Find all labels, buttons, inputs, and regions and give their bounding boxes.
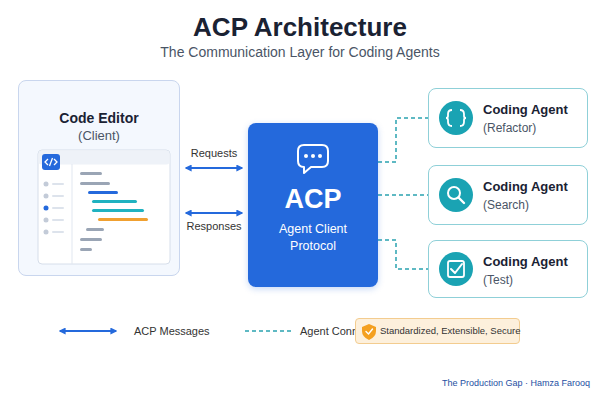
agent-role: (Refactor): [483, 121, 583, 136]
legend-connection-sample: [245, 330, 293, 332]
node-title: Code Editor: [19, 109, 179, 127]
feature-badge: Standardized, Extensible, Secure: [355, 318, 520, 344]
agent-title: Coding Agent: [483, 102, 583, 118]
client-box: Code Editor(Client): [18, 80, 180, 276]
agent-role: (Test): [483, 273, 583, 288]
agent-role: (Search): [483, 198, 583, 213]
legend-text: ACP Messages: [134, 324, 210, 338]
agent-title: Coding Agent: [483, 179, 583, 195]
agent-title: Coding Agent: [483, 254, 583, 270]
edge-label: Requests: [191, 146, 237, 160]
protocol-full-name: Agent Client Protocol: [248, 215, 378, 255]
agent-box: Coding Agent (Test): [428, 240, 588, 298]
agent-box: Coding Agent (Refactor): [428, 88, 588, 148]
diagram-title: ACP Architecture: [0, 12, 600, 42]
message-arrow: [186, 167, 242, 169]
diagram-subtitle: The Communication Layer for Coding Agent…: [0, 43, 600, 61]
credit-note: The Production Gap · Hamza Farooq: [442, 377, 590, 389]
protocol-name: ACP: [248, 183, 378, 215]
message-arrow: [186, 212, 242, 214]
agent-box: Coding Agent (Search): [428, 165, 588, 225]
agent-connection: [378, 194, 428, 196]
node-subtitle: (Client): [19, 127, 179, 144]
edge-label: Responses: [186, 219, 241, 233]
agent-connection: [378, 240, 428, 269]
badge-text: Standardized, Extensible, Secure: [380, 319, 519, 343]
protocol-box: ACPAgent Client Protocol: [248, 123, 378, 287]
legend-message-sample: [60, 330, 116, 332]
agent-connection: [378, 118, 428, 162]
